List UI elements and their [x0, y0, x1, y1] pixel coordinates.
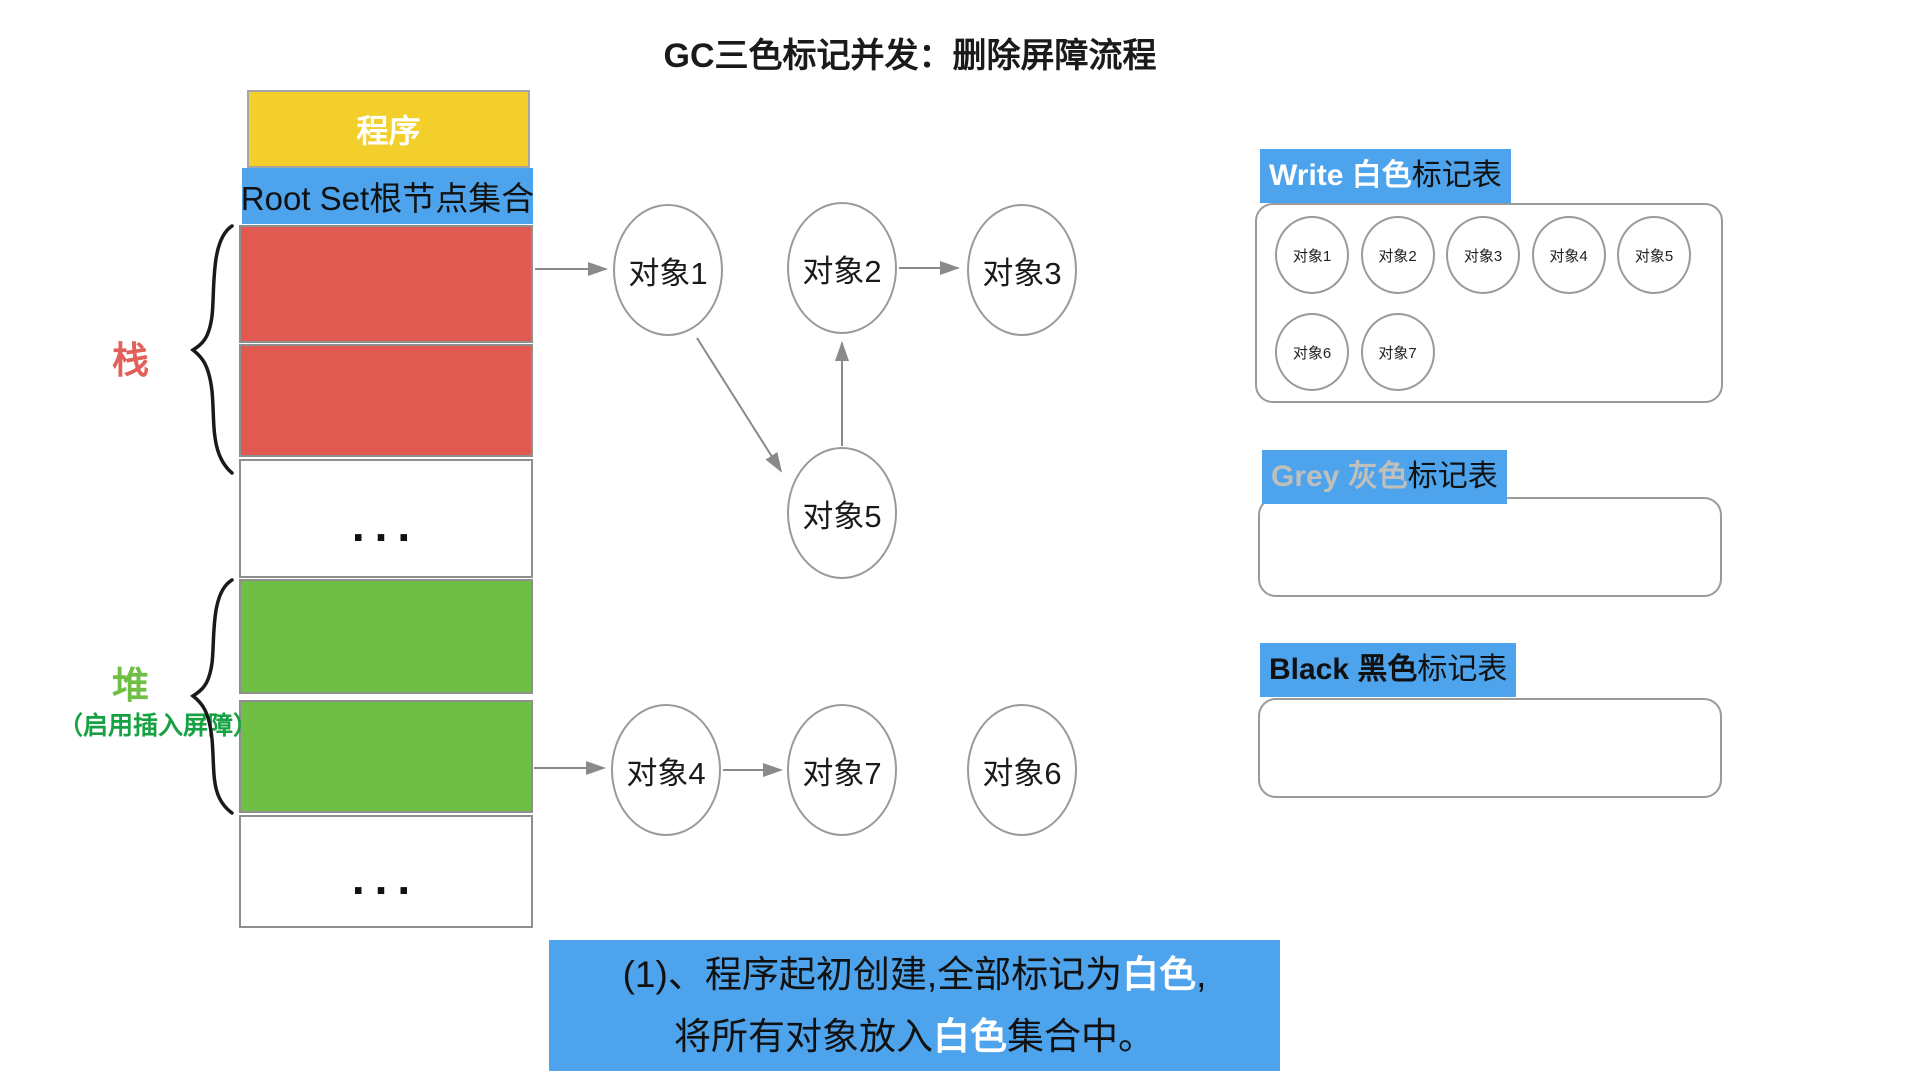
stack-label: 栈	[112, 340, 149, 381]
heap-green-block-1	[239, 579, 533, 694]
grey-table-title-rest: 标记表	[1407, 460, 1498, 493]
white-table-item-4: 对象4	[1531, 216, 1606, 294]
heap-green-block-2	[239, 700, 533, 813]
caption-text: (1)、程序起初创建,全部标记为	[622, 953, 1123, 995]
stack-brace	[190, 224, 234, 475]
white-table-item-6: 对象6	[1275, 313, 1349, 391]
black-table-header: Black 黑色标记表	[1260, 643, 1517, 697]
stack-red-block-2	[239, 344, 533, 457]
black-table-box	[1258, 698, 1722, 798]
caption-highlight: 白色	[933, 1015, 1007, 1057]
heap-ellipsis-block: ...	[239, 815, 533, 928]
heap-sub-label: （启用插入屏障）	[58, 712, 259, 740]
white-table-item-5: 对象5	[1617, 216, 1691, 294]
caption-highlight: 白色	[1122, 953, 1197, 995]
caption-text: 集合中。	[1007, 1015, 1155, 1057]
stack-red-block-1	[239, 225, 533, 343]
grey-table-header: Grey 灰色标记表	[1262, 450, 1507, 504]
graph-node-7: 对象6	[967, 704, 1077, 836]
white-table-item-3: 对象3	[1446, 216, 1520, 294]
white-table-item-7: 对象7	[1360, 313, 1435, 391]
black-table-title-rest: 标记表	[1417, 653, 1508, 686]
heap-label: 堆	[112, 665, 149, 706]
white-table-title-strong: Write 白色	[1269, 159, 1412, 192]
step-caption: (1)、程序起初创建,全部标记为白色, 将所有对象放入白色集合中。	[549, 940, 1280, 1071]
grey-table-box	[1258, 497, 1722, 597]
root-set-block: Root Set根节点集合	[241, 168, 534, 224]
heap-brace	[190, 578, 234, 815]
white-table-item-1: 对象1	[1275, 216, 1349, 294]
black-table-title-strong: Black 黑色	[1269, 653, 1418, 686]
graph-node-2: 对象2	[787, 202, 897, 334]
white-table-title-rest: 标记表	[1411, 159, 1502, 192]
ellipsis-text: ...	[351, 851, 421, 904]
white-table-item-2: 对象2	[1360, 216, 1435, 294]
white-table-header: Write 白色标记表	[1260, 149, 1511, 203]
stack-ellipsis-block: ...	[239, 459, 533, 578]
caption-line-2: 将所有对象放入白色集合中。	[674, 1006, 1155, 1068]
caption-text: ,	[1196, 953, 1207, 995]
ellipsis-text: ...	[351, 498, 421, 551]
graph-node-4: 对象5	[787, 447, 897, 579]
grey-table-title-strong: Grey 灰色	[1271, 460, 1408, 493]
graph-node-5: 对象4	[611, 704, 721, 836]
graph-node-3: 对象3	[967, 204, 1077, 336]
program-block: 程序	[247, 90, 530, 168]
page-title: GC三色标记并发：删除屏障流程	[663, 37, 1157, 75]
caption-line-1: (1)、程序起初创建,全部标记为白色,	[623, 944, 1207, 1006]
edge-obj1-to-obj5	[696, 337, 783, 473]
caption-text: 将所有对象放入	[674, 1015, 933, 1057]
graph-node-1: 对象1	[613, 204, 723, 336]
graph-node-6: 对象7	[787, 704, 897, 836]
